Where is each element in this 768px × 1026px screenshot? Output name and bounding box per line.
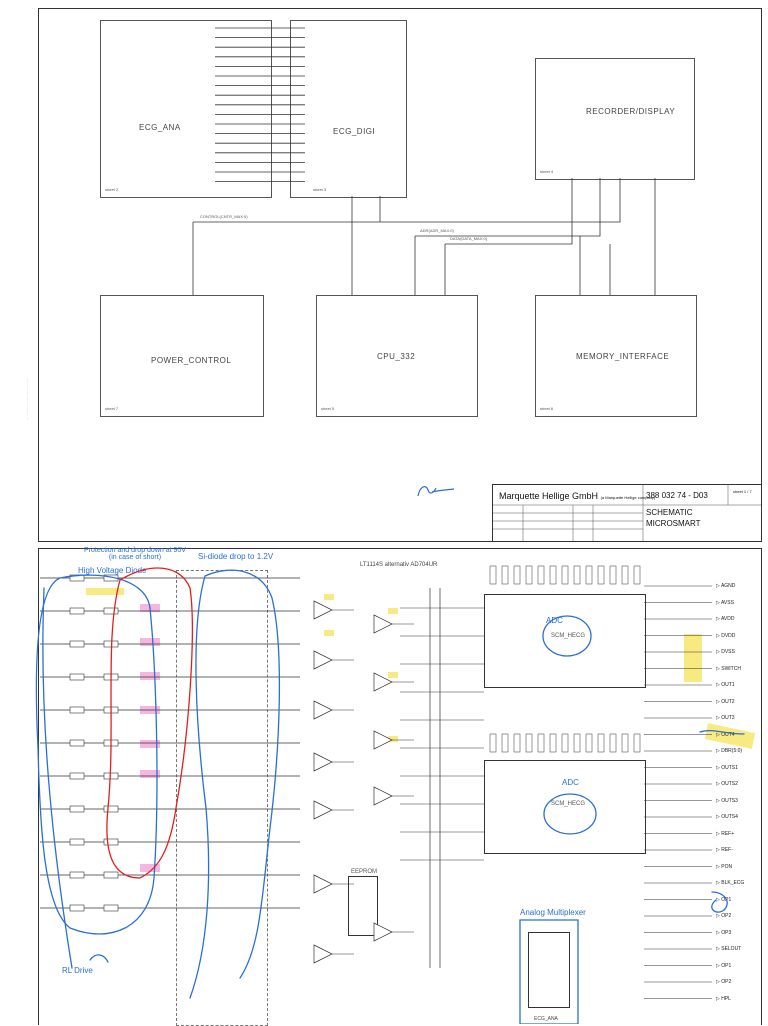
eeprom-chip: EEPROM <box>348 869 378 936</box>
title-line-1: SCHEMATIC <box>646 508 693 517</box>
top-sheet-frame <box>38 8 762 542</box>
drawing-number: 388 032 74 - D03 <box>646 491 708 500</box>
annotation-protection: Protection and drop down at 90V (in case… <box>84 547 186 561</box>
port-label: ▷ AVSS <box>716 599 734 606</box>
port-label: ▷ REF+ <box>716 830 735 837</box>
company-name: Marquette Hellige GmbH (a Marquette Hell… <box>499 491 655 501</box>
yellow-highlight <box>388 608 398 614</box>
title-line-2: MICROSMART <box>646 519 701 528</box>
block-title: ECG_DIGI <box>333 127 376 136</box>
port-label: ▷ AGND <box>716 583 736 589</box>
yellow-highlight <box>388 736 398 742</box>
port-label: ▷ OP2 <box>716 979 732 985</box>
yellow-highlight-outputs <box>684 634 702 682</box>
sheet-label: sheet 1 / 7 <box>733 489 752 494</box>
block-title: CPU_332 <box>377 352 416 361</box>
block-cpu-332: CPU_332 sheet 5 <box>316 295 478 417</box>
annotation-hv-diode: High Voltage Diode <box>78 566 147 575</box>
annotation-si-diode: Si-diode drop to 1.2V <box>198 552 274 561</box>
annotation-protection-line: Protection and drop down at 90V <box>84 547 186 554</box>
yellow-highlight <box>86 588 124 595</box>
annotation-analog-mux: Analog Multiplexer <box>520 908 586 917</box>
svg-text:ADR(ADR_MAX:0): ADR(ADR_MAX:0) <box>420 228 454 233</box>
port-label: ▷ OUT3 <box>716 715 735 721</box>
sheet-ref: sheet 5 <box>321 406 335 411</box>
top-sheet-wiring: CONTROL(CNTR_MAX:0) ADR(ADR_MAX:0) DATA(… <box>192 27 656 295</box>
port-label: ▷ OUT4 <box>716 731 735 738</box>
company-sub: (a Marquette Hellige company) <box>600 495 656 500</box>
opamp-note: LT1114S alternativ AD704UR <box>360 562 438 568</box>
pink-highlight <box>140 770 160 778</box>
annotation-protection-sub: (in case of short) <box>108 554 162 561</box>
chip-label: SCM_HECG <box>551 633 586 639</box>
yellow-highlight <box>324 630 334 636</box>
port-label: ▷ OUTS1 <box>716 764 738 771</box>
port-label: ▷ OUT1 <box>716 682 735 688</box>
pink-highlight <box>140 638 160 646</box>
port-label: ▷ SELOUT <box>716 946 742 952</box>
block-memory-interface: MEMORY_INTERFACE sheet 6 <box>535 295 697 417</box>
port-label: ▷ OUTS3 <box>716 797 738 804</box>
svg-text:DATA(DATA_MAX:0): DATA(DATA_MAX:0) <box>450 236 488 241</box>
port-label: ▷ HPL <box>716 995 731 1002</box>
port-label: ▷ DVDD <box>716 632 736 639</box>
block-recorder-display: RECORDER/DISPLAY sheet 4 <box>535 58 695 180</box>
block-ecg-ana: ECG_ANA sheet 2 <box>100 20 272 198</box>
chip-label: EEPROM <box>351 869 378 875</box>
company-label: Marquette Hellige GmbH <box>499 491 599 501</box>
annotation-rl-drive: RL Drive <box>62 966 93 975</box>
analog-multiplexer-chip <box>528 932 570 1008</box>
signature <box>417 486 455 497</box>
pink-highlight <box>140 740 160 748</box>
block-ecg-digi: ECG_DIGI sheet 3 <box>290 20 407 198</box>
yellow-highlight <box>324 594 334 600</box>
port-label: ▷ OUT2 <box>716 698 735 705</box>
port-label: ▷ OP1 <box>716 896 732 903</box>
bottom-sheet-wiring <box>40 565 712 999</box>
port-label: ▷ PON <box>716 863 733 870</box>
annotation-adc-1: ADC <box>546 616 563 625</box>
sheet-ref: sheet 2 <box>105 187 119 192</box>
port-label: ▷ BLK_ECG <box>716 880 745 886</box>
chip-label: SCM_HECG <box>551 801 586 807</box>
sheet-ref: sheet 4 <box>540 169 554 174</box>
adc-chip-1: SCM_HECG <box>484 594 646 688</box>
block-title: ECG_ANA <box>139 123 181 132</box>
drawing-title: SCHEMATIC MICROSMART <box>646 507 701 529</box>
sheet-ref: sheet 3 <box>313 187 327 192</box>
port-label: ▷ SWITCH <box>716 665 741 672</box>
pen-markings <box>35 567 745 1024</box>
sheet-ref: sheet 7 <box>105 406 119 411</box>
port-label: ▷ OP3 <box>716 929 732 936</box>
pink-highlight <box>140 864 160 872</box>
sheet-ref: sheet 6 <box>540 406 554 411</box>
pink-highlight <box>140 672 160 680</box>
adc-chip-2: SCM_HECG <box>484 760 646 854</box>
yellow-highlight <box>388 672 398 678</box>
block-title: MEMORY_INTERFACE <box>576 352 670 361</box>
title-block: Marquette Hellige GmbH (a Marquette Hell… <box>492 484 762 542</box>
port-label: ▷ DVSS <box>716 649 735 655</box>
port-label: ▷ DBR(5:0) <box>716 748 743 754</box>
bottom-sheet-frame <box>38 548 762 1025</box>
block-title: POWER_CONTROL <box>151 356 232 365</box>
svg-text:CONTROL(CNTR_MAX:0): CONTROL(CNTR_MAX:0) <box>200 214 248 219</box>
block-power-control: POWER_CONTROL sheet 7 <box>100 295 264 417</box>
port-label: ▷ OP2 <box>716 913 732 919</box>
port-label: ▷ OUTS4 <box>716 814 738 820</box>
annotation-adc-2: ADC <box>562 778 579 787</box>
footer-label: ECG_ANA <box>534 1016 558 1022</box>
port-label: ▷ OUTS2 <box>716 781 738 787</box>
port-label: ▷ REF- <box>716 847 733 853</box>
port-label: ▷ OP1 <box>716 962 732 969</box>
port-label: ▷ AVDD <box>716 616 735 622</box>
block-title: RECORDER/DISPLAY <box>586 107 676 116</box>
